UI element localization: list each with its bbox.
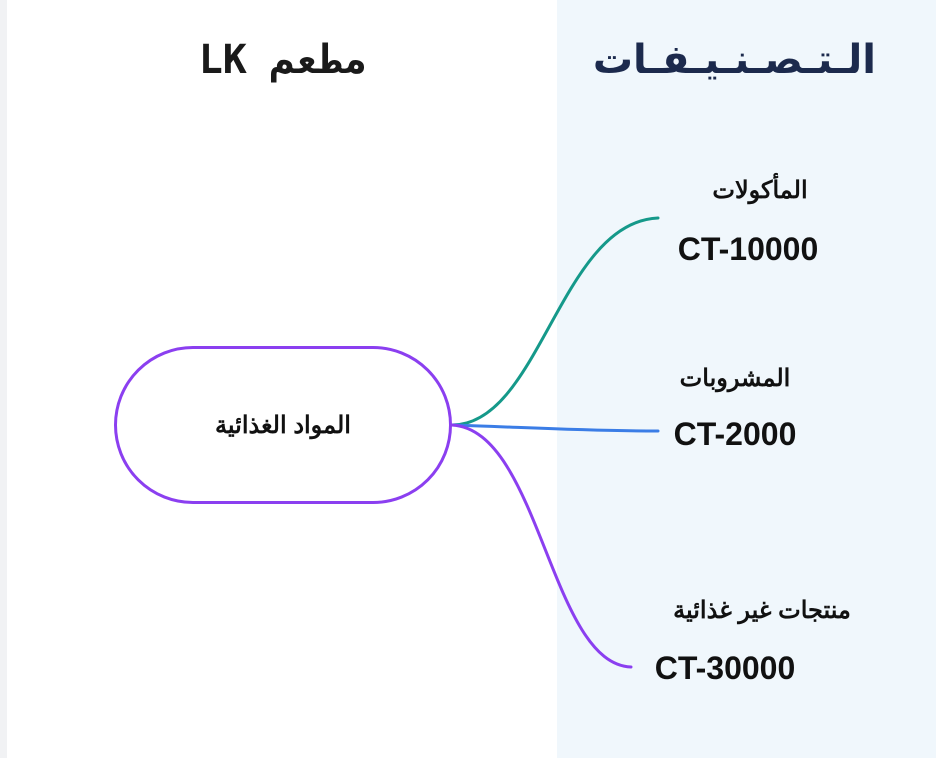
- branch-nonfood-name: منتجات غير غذائية: [673, 597, 851, 624]
- branch-nonfood-code: CT-30000: [654, 650, 796, 686]
- categories-panel: [557, 0, 936, 758]
- connector-drinks: [450, 423, 660, 433]
- connector-nonfood: [450, 423, 633, 669]
- branch-drinks-name: المشروبات: [679, 365, 791, 392]
- categories-title: الـتـصـنـيـفـات: [592, 37, 876, 83]
- left-edge-strip: [0, 0, 7, 758]
- connector-food: [450, 216, 660, 427]
- restaurant-title: مطعم LK: [198, 37, 368, 83]
- branch-food-name: المأكولات: [712, 177, 808, 204]
- central-node[interactable]: المواد الغذائية: [114, 346, 452, 504]
- branch-drinks-code: CT-2000: [673, 416, 797, 452]
- central-node-label: المواد الغذائية: [215, 411, 351, 439]
- branch-food-code: CT-10000: [677, 231, 819, 267]
